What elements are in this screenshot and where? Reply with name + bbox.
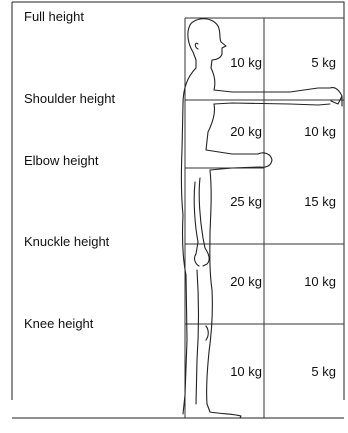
human-figure <box>181 19 342 418</box>
label-full-height: Full height <box>24 10 84 24</box>
weight-a-row-4: 20 kg <box>200 275 262 289</box>
figure-ear <box>195 43 198 49</box>
weight-b-row-2: 10 kg <box>276 125 336 139</box>
weight-a-row-5: 10 kg <box>200 365 262 379</box>
figure-knee <box>206 326 208 340</box>
figure-arm-top <box>211 68 342 104</box>
label-knuckle-height: Knuckle height <box>24 235 109 249</box>
weight-b-row-5: 5 kg <box>276 365 336 379</box>
label-elbow-height: Elbow height <box>24 154 98 168</box>
figure-hanging-arm-inner <box>194 182 199 266</box>
figure-head-back <box>188 25 196 68</box>
weight-b-row-3: 15 kg <box>276 195 336 209</box>
weight-b-row-1: 5 kg <box>276 56 336 70</box>
figure-hanging-arm <box>199 178 209 266</box>
weight-a-row-1: 10 kg <box>200 56 262 70</box>
figure-arm-bottom <box>214 103 330 105</box>
figure-forearm <box>206 150 272 170</box>
weight-a-row-3: 25 kg <box>200 195 262 209</box>
label-knee-height: Knee height <box>24 317 93 331</box>
figure-inner-leg <box>196 270 199 404</box>
figure-back-line <box>181 68 196 414</box>
label-shoulder-height: Shoulder height <box>24 92 115 106</box>
weight-a-row-2: 20 kg <box>200 125 262 139</box>
weight-b-row-4: 10 kg <box>276 275 336 289</box>
